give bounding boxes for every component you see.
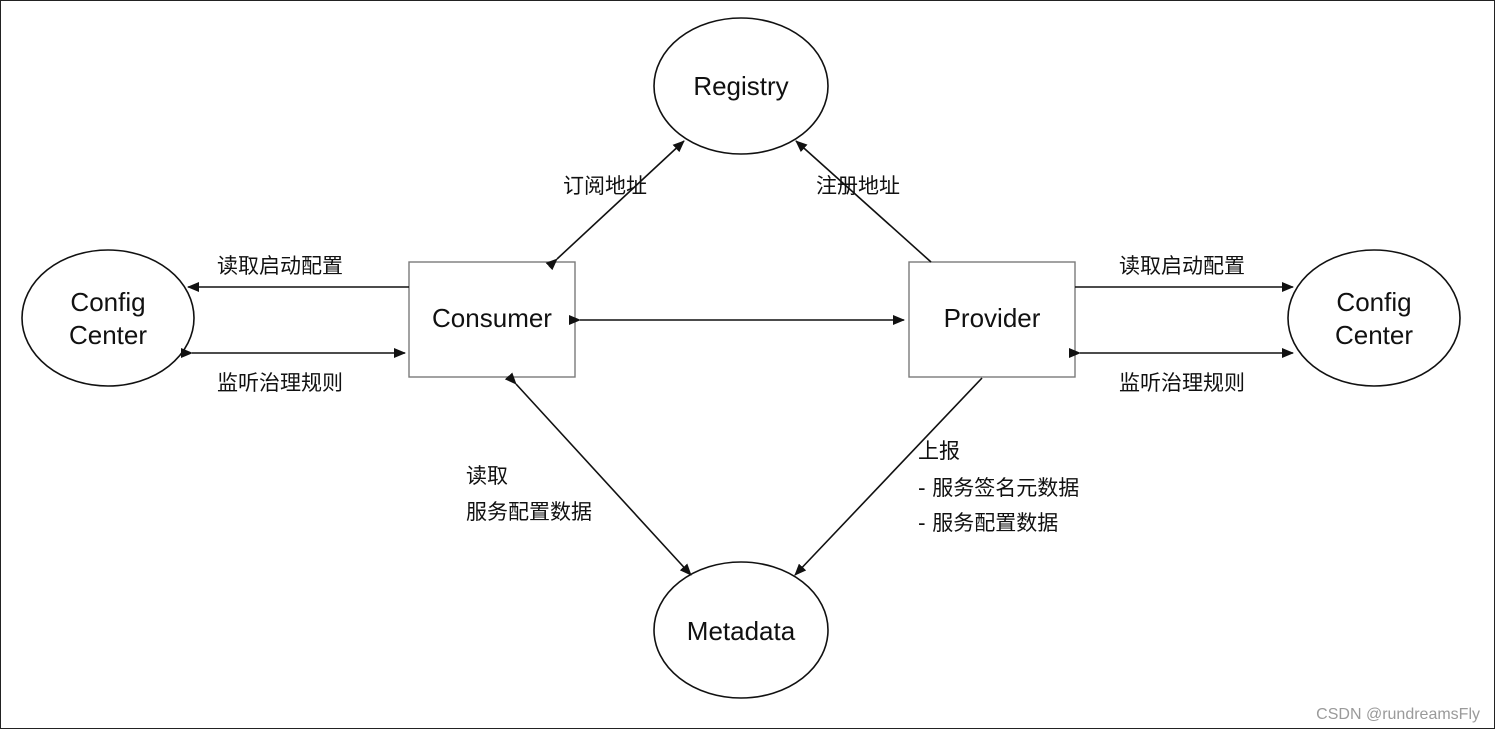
config-center-left-line-1: Config (70, 287, 145, 317)
right-read-startup-config-label: 读取启动配置 (1119, 254, 1245, 278)
consumer-metadata-label-line-2: 服务配置数据 (466, 500, 592, 524)
config-center-right-node: Config Center (1287, 249, 1461, 387)
right-listen-governance-rules-label: 监听治理规则 (1119, 371, 1245, 395)
config-center-left-node: Config Center (21, 249, 195, 387)
config-center-right-line-1: Config (1336, 287, 1411, 317)
provider-label: Provider (944, 303, 1041, 333)
register-address-label: 注册地址 (816, 174, 900, 198)
provider-metadata-label-line-1: 上报 (918, 439, 960, 463)
provider-metadata-label-line-2: - 服务签名元数据 (918, 476, 1079, 500)
provider-metadata-arrow (794, 377, 983, 576)
metadata-label: Metadata (687, 616, 796, 646)
provider-registry-arrow (795, 140, 932, 263)
provider-metadata-label-line-3: - 服务配置数据 (918, 511, 1058, 535)
left-listen-governance-rules-label: 监听治理规则 (217, 371, 343, 395)
provider-node: Provider (908, 261, 1076, 378)
consumer-metadata-label-line-1: 读取 (466, 464, 508, 488)
config-center-left-line-2: Center (69, 320, 147, 350)
subscribe-address-label: 订阅地址 (563, 174, 647, 198)
config-center-right-line-2: Center (1335, 320, 1413, 350)
registry-label: Registry (693, 71, 788, 101)
consumer-registry-arrow (545, 140, 685, 271)
metadata-node: Metadata (653, 561, 829, 699)
consumer-label: Consumer (432, 303, 552, 333)
watermark-text: CSDN @rundreamsFly (1316, 706, 1480, 723)
consumer-node: Consumer (408, 261, 576, 378)
left-read-startup-config-label: 读取启动配置 (217, 254, 343, 278)
registry-node: Registry (653, 17, 829, 155)
consumer-metadata-arrow (504, 372, 692, 576)
